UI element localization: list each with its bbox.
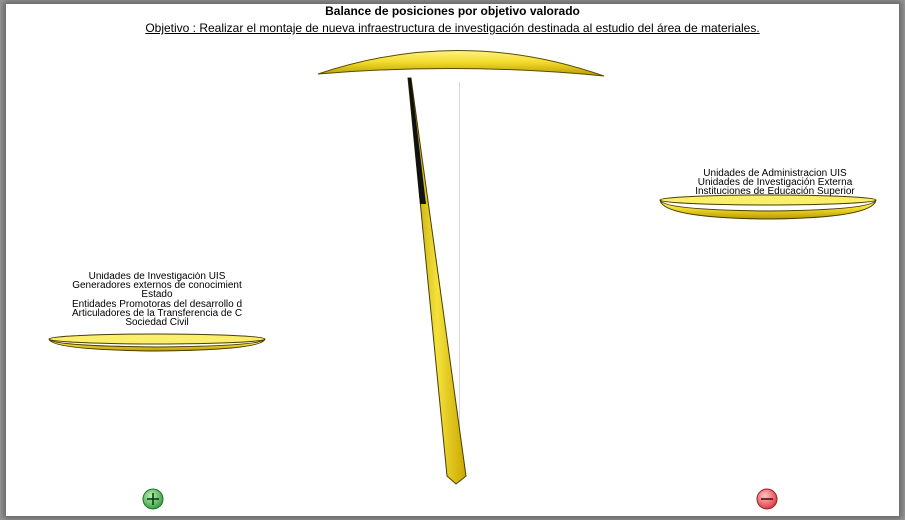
left-pan-item: Generadores externos de conocimient	[72, 280, 242, 292]
right-pan-item: Unidades de Administracion UIS	[703, 168, 847, 179]
left-pan-item: Estado	[141, 289, 173, 301]
chart-title: Balance de posiciones por objetivo valor…	[325, 4, 580, 18]
right-pan-item: Instituciones de Educación Superior	[695, 186, 855, 198]
left-pan-labels: Unidades de Investigación UIS Generadore…	[46, 272, 268, 327]
right-pan	[659, 194, 877, 220]
left-pan-item: Unidades de Investigación UIS	[88, 272, 226, 282]
center-axis-line	[459, 82, 460, 482]
left-pan	[48, 333, 266, 352]
minus-button[interactable]	[756, 488, 778, 510]
objective-text: Objetivo : Realizar el montaje de nueva …	[145, 21, 760, 35]
balance-scale-graphic	[48, 50, 877, 510]
left-pan-item: Sociedad Civil	[125, 317, 189, 328]
left-pan-item: Articuladores de la Transferencia de C	[71, 307, 243, 319]
balance-panel: Balance de posiciones por objetivo valor…	[6, 4, 899, 516]
left-pan-item: Entidades Promotoras del desarrollo d	[71, 298, 243, 310]
plus-button[interactable]	[142, 488, 164, 510]
right-pan-labels: Unidades de Administracion UIS Unidades …	[666, 168, 884, 198]
right-pan-item: Unidades de Investigación Externa	[697, 177, 853, 189]
balance-beam	[317, 50, 605, 77]
